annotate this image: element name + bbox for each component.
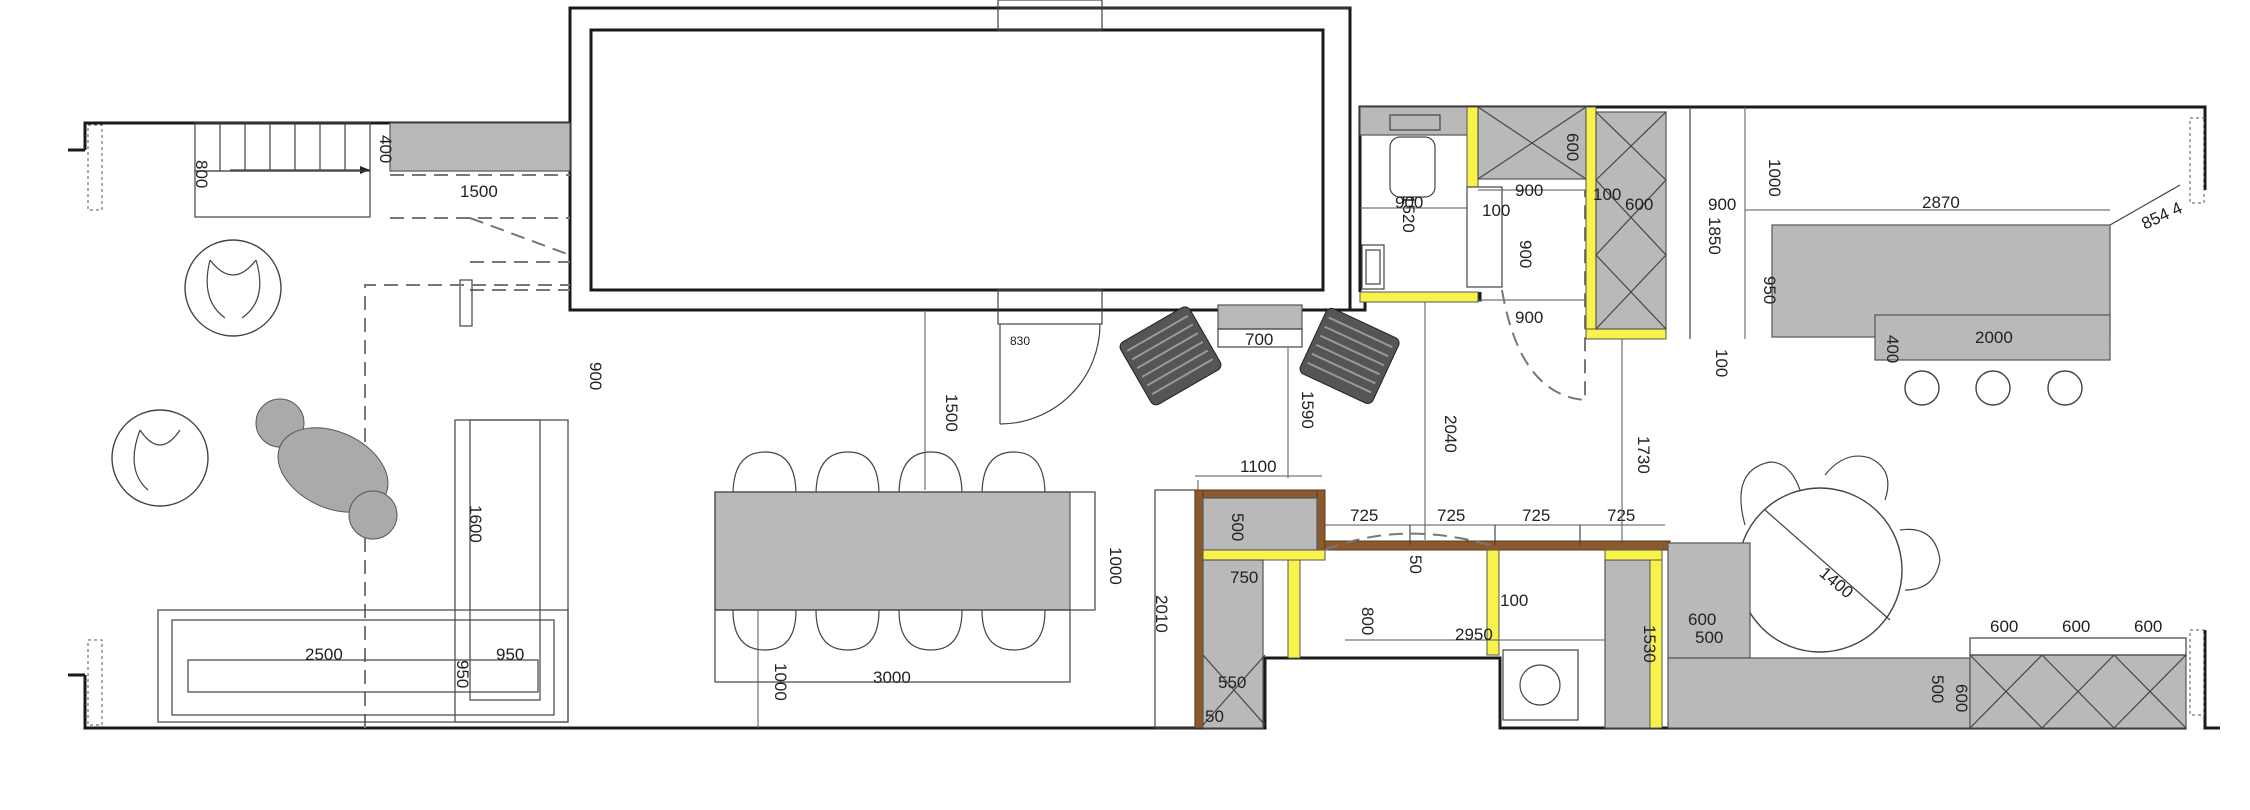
dim-3000: 3000 — [873, 668, 911, 687]
dim-1590: 1590 — [1298, 391, 1317, 429]
washing-machine — [1502, 649, 1579, 721]
dim-1500-stair: 1500 — [460, 182, 498, 201]
dim-2040: 2040 — [1441, 415, 1460, 453]
dim-600-cab-b: 600 — [1952, 684, 1971, 712]
dim-1000-dining: 1000 — [771, 663, 790, 701]
dim-1530: 1530 — [1640, 625, 1659, 663]
dim-50: 50 — [1205, 707, 1224, 726]
dim-900-top: 900 — [1515, 181, 1543, 200]
sofa — [157, 609, 569, 723]
dim-725-b: 725 — [1437, 506, 1465, 525]
lounge-chairs: 700 1590 2040 — [1119, 300, 1460, 540]
utility-block: 1100 2010 500 750 550 50 800 725 725 725… — [1152, 457, 1671, 729]
dim-400: 400 — [376, 135, 395, 163]
dim-600-cab-d: 600 — [2062, 617, 2090, 636]
dim-854: 854 4 — [2138, 198, 2185, 233]
dim-900-bath: 900 — [1395, 193, 1423, 212]
dim-900-bottom: 900 — [1515, 308, 1543, 327]
dim-750: 750 — [1230, 568, 1258, 587]
dim-550: 550 — [1218, 673, 1246, 692]
dim-950-island: 950 — [1760, 276, 1779, 304]
dim-500-storage: 500 — [1228, 513, 1247, 541]
dim-1500-dining: 1500 — [942, 394, 961, 432]
dim-1000-kitchen: 1000 — [1765, 159, 1784, 197]
dim-725-d: 725 — [1607, 506, 1635, 525]
dim-100-d: 100 — [1712, 349, 1731, 377]
bathroom: 1520 900 600 900 100 900 900 100 600 185… — [1359, 106, 1736, 545]
dim-2950: 2950 — [1455, 625, 1493, 644]
dim-100-wall: 100 — [1500, 591, 1528, 610]
lounge-chair-2 — [1299, 307, 1400, 404]
toilet-icon — [1389, 136, 1436, 198]
dim-1100: 1100 — [1240, 457, 1277, 476]
round-table — [1737, 487, 1903, 653]
dim-800-b: 800 — [1358, 607, 1377, 635]
dining-table — [714, 491, 1071, 611]
dim-1600: 1600 — [466, 505, 485, 543]
dim-500-cab-b: 500 — [1928, 675, 1947, 703]
dim-1520: 1520 — [1399, 195, 1418, 233]
armchair-2 — [111, 409, 209, 507]
radiator-right-top — [2189, 117, 2205, 204]
dim-500-cab: 500 — [1695, 628, 1723, 647]
dim-600-cab: 600 — [1688, 610, 1716, 629]
dim-1850: 1850 — [1705, 217, 1724, 255]
dim-800: 800 — [192, 160, 211, 188]
dim-700: 700 — [1245, 330, 1273, 349]
dim-2000: 2000 — [1975, 328, 2013, 347]
dim-2500: 2500 — [305, 645, 343, 664]
dim-600-closet: 600 — [1563, 133, 1582, 161]
dim-900-vert: 900 — [1516, 240, 1535, 268]
middle-doorways: 830 — [997, 0, 1103, 425]
dim-2010: 2010 — [1152, 595, 1171, 633]
dim-725-a: 725 — [1350, 506, 1378, 525]
dim-2870: 2870 — [1922, 193, 1960, 212]
side-console — [1217, 304, 1303, 330]
dim-900-living: 900 — [586, 362, 605, 390]
dim-100-b: 100 — [1482, 201, 1510, 220]
dim-100-c: 100 — [1593, 185, 1621, 204]
radiator-right-bottom — [2189, 629, 2205, 716]
radiator-left-bottom — [87, 639, 103, 726]
dim-1000-table: 1000 — [1106, 547, 1125, 585]
dining-area: 1500 1000 3000 1000 — [714, 310, 1125, 728]
stair-arrow-icon — [360, 166, 370, 174]
radiator-left-top — [87, 124, 103, 211]
living-area: 2500 950 950 1600 900 — [87, 124, 605, 728]
dim-950-sofa: 950 — [496, 645, 524, 664]
dim-900-hall: 900 — [1708, 195, 1736, 214]
staircase: 800 400 1500 — [192, 122, 571, 327]
dim-50-b: 50 — [1406, 555, 1425, 574]
dim-950-sofa-b: 950 — [453, 660, 472, 688]
lounge-chair-1 — [1119, 306, 1222, 406]
dim-1730: 1730 — [1634, 436, 1653, 474]
bar-stool-1 — [1904, 370, 1940, 406]
armchair-1 — [184, 239, 282, 337]
dim-600-b: 600 — [1625, 195, 1653, 214]
dim-600-cab-e: 600 — [2134, 617, 2162, 636]
kitchen: 1000 2870 854 4 950 400 2000 1400 600 50… — [1667, 107, 2205, 729]
dim-600-cab-c: 600 — [1990, 617, 2018, 636]
bar-stool-3 — [2047, 370, 2083, 406]
bar-stool-2 — [1975, 370, 2011, 406]
dim-400-island: 400 — [1883, 335, 1902, 363]
dim-725-c: 725 — [1522, 506, 1550, 525]
dim-830: 830 — [1010, 334, 1030, 348]
